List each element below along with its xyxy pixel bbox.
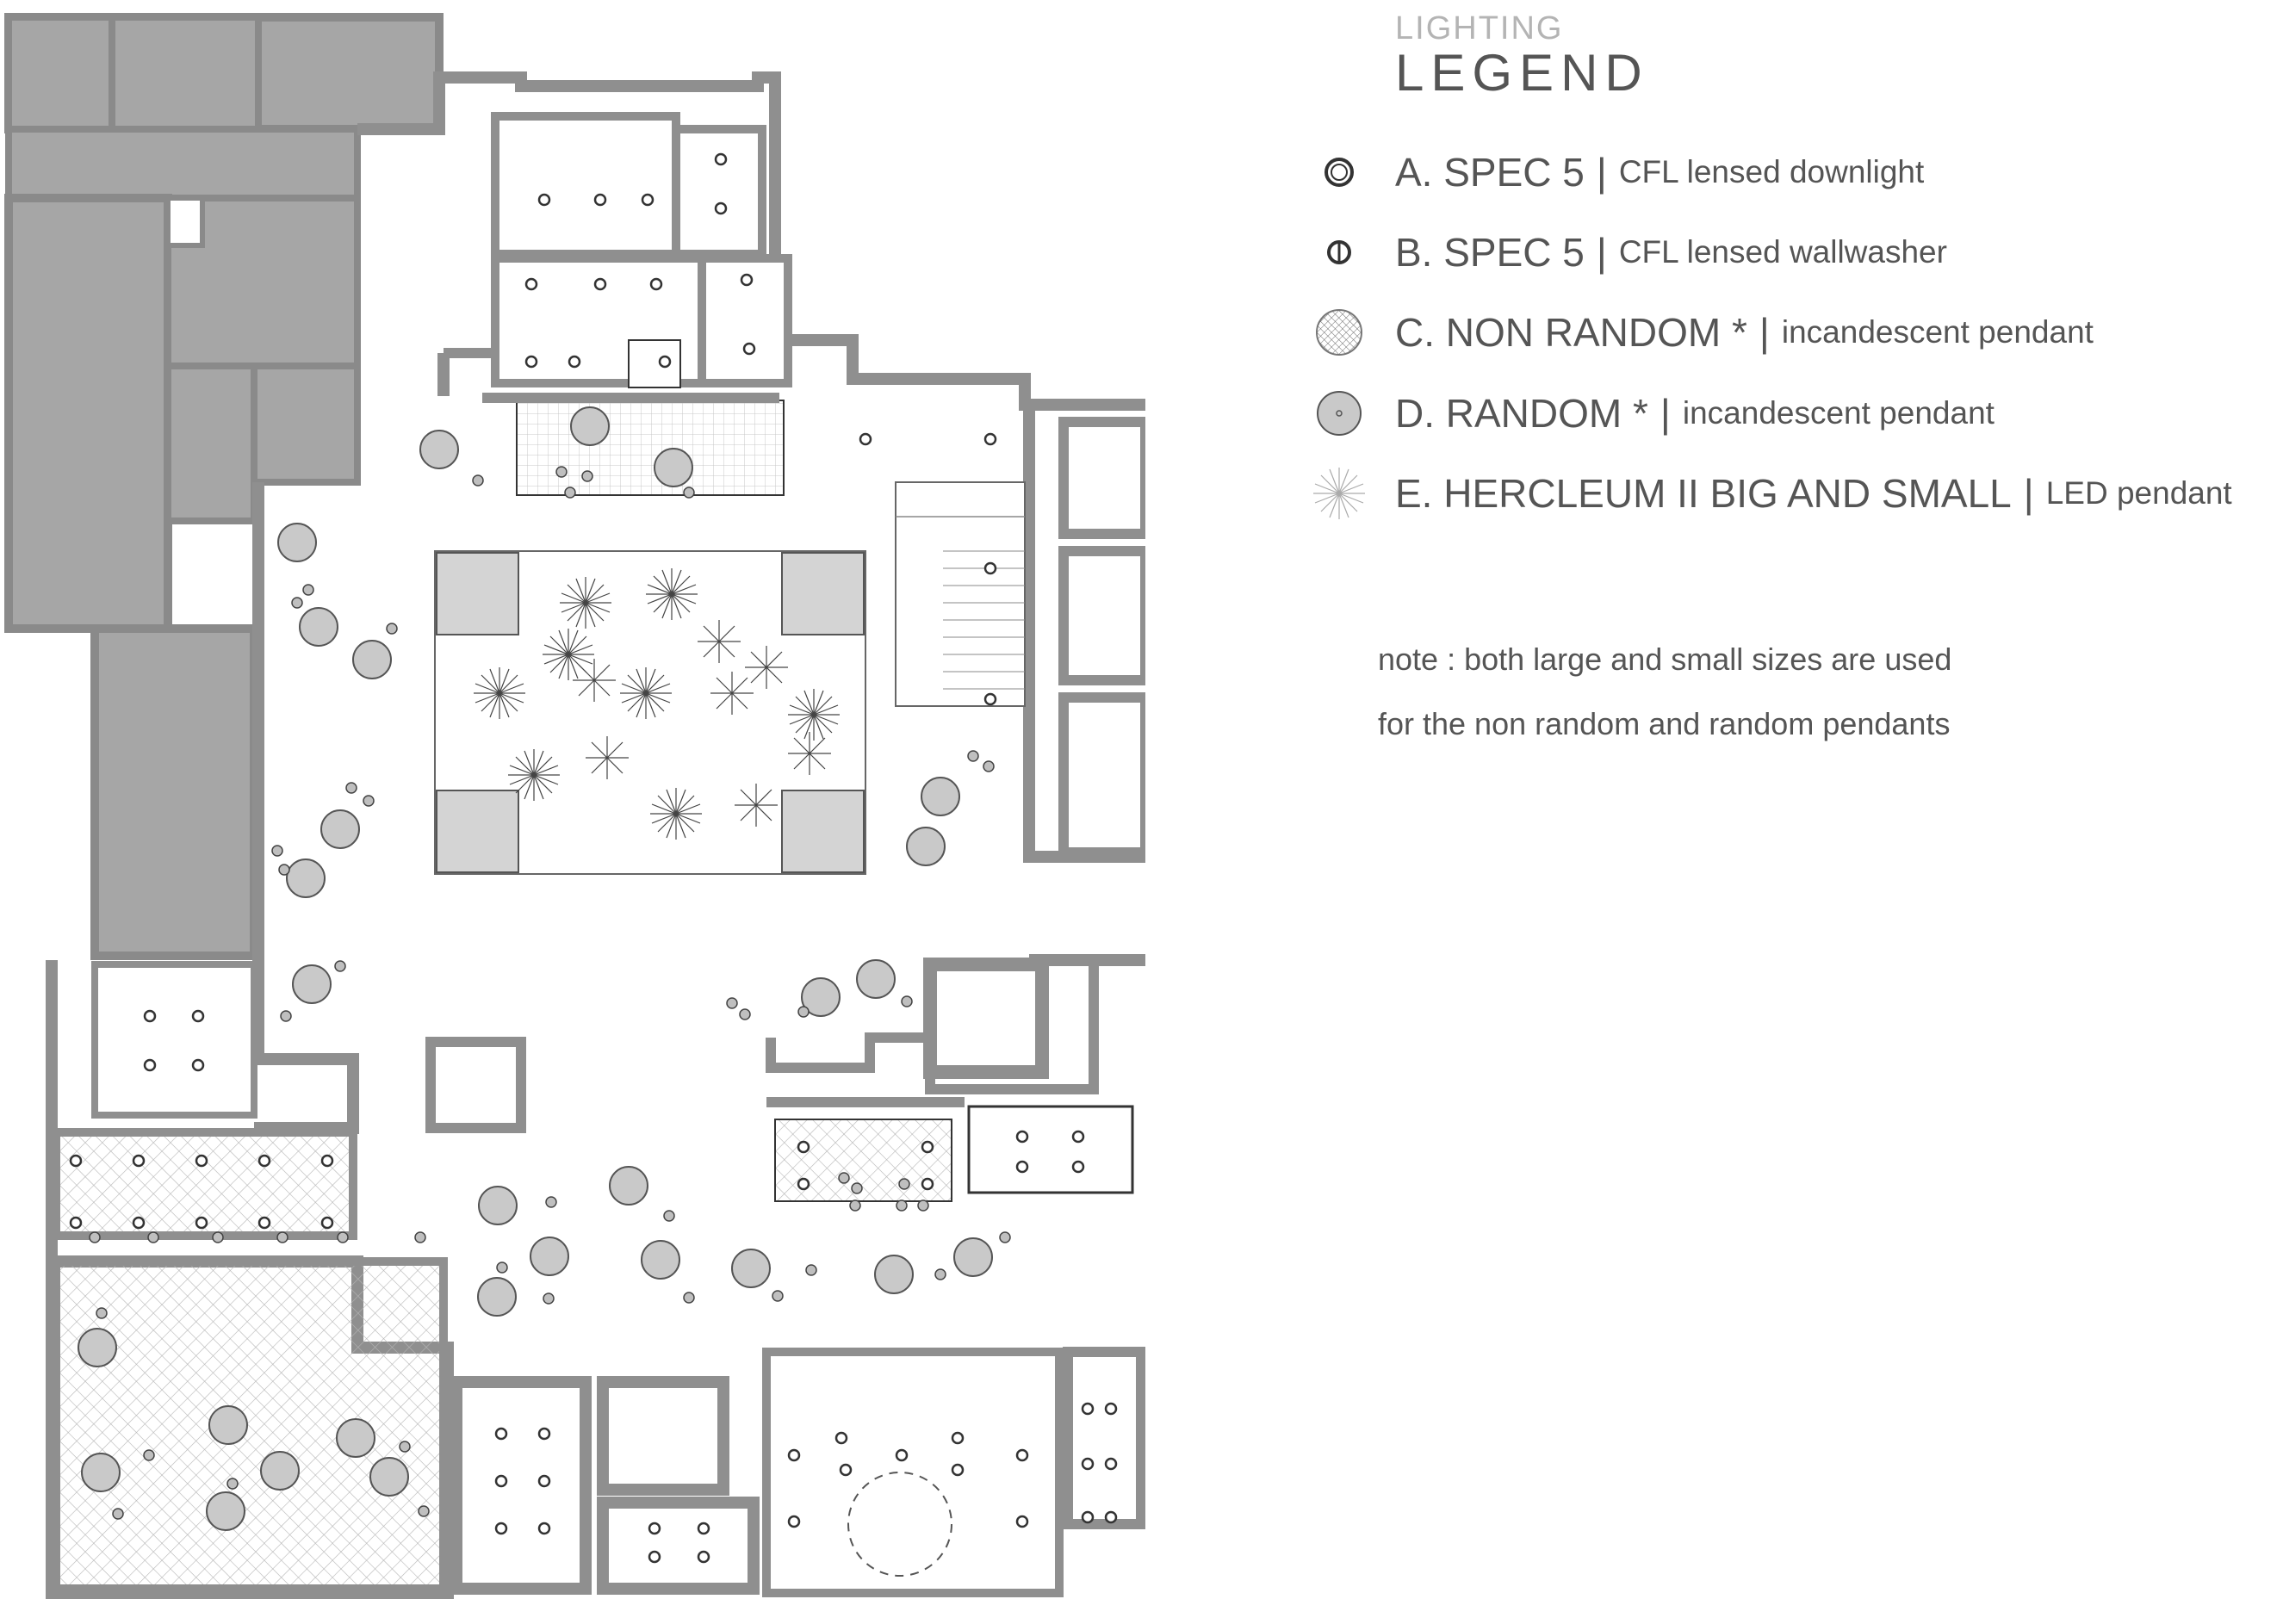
legend-separator: | bbox=[1596, 150, 1607, 195]
lower-left-rooms bbox=[52, 961, 448, 1593]
stair bbox=[895, 417, 1145, 858]
random-pendant-icon bbox=[1309, 387, 1369, 439]
west-building bbox=[4, 13, 444, 960]
hercleum-pendants bbox=[474, 568, 840, 840]
legend-note-line1: note : both large and small sizes are us… bbox=[1378, 642, 1952, 677]
legend-item-c: C. NON RANDOM * | incandescent pendant bbox=[1309, 307, 2094, 358]
legend-desc: CFL lensed downlight bbox=[1618, 154, 1925, 189]
legend-item-d: D. RANDOM * | incandescent pendant bbox=[1309, 387, 1995, 439]
legend-title-small: LIGHTING bbox=[1395, 10, 1564, 46]
middle-rooms bbox=[425, 958, 1134, 1202]
legend-separator: | bbox=[1660, 391, 1671, 436]
legend-code: A. SPEC 5 bbox=[1395, 150, 1585, 195]
downlight-icon bbox=[1309, 146, 1369, 198]
legend-desc: LED pendant bbox=[2045, 475, 2232, 511]
top-rooms bbox=[437, 112, 857, 496]
random-pendants bbox=[78, 406, 993, 1531]
legend-note-line2: for the non random and random pendants bbox=[1378, 706, 1951, 741]
legend-desc: incandescent pendant bbox=[1682, 395, 1995, 431]
hercleum-pendant-icon bbox=[1309, 468, 1369, 519]
downlights bbox=[69, 152, 1118, 1564]
legend-separator: | bbox=[2023, 471, 2034, 516]
bottom-rooms bbox=[450, 1347, 1145, 1597]
wallwasher-icon bbox=[1309, 226, 1369, 278]
legend-item-a: A. SPEC 5 | CFL lensed downlight bbox=[1309, 146, 1924, 198]
atrium bbox=[434, 550, 866, 875]
legend-code: E. HERCLEUM II BIG AND SMALL bbox=[1395, 471, 2012, 516]
legend-code: B. SPEC 5 bbox=[1395, 230, 1585, 275]
legend-separator: | bbox=[1596, 230, 1607, 275]
legend-desc: incandescent pendant bbox=[1781, 314, 2094, 350]
non-random-pendants bbox=[89, 466, 1011, 1520]
legend-desc: CFL lensed wallwasher bbox=[1618, 234, 1947, 270]
legend-title: LEGEND bbox=[1395, 44, 1649, 102]
legend-item-b: B. SPEC 5 | CFL lensed wallwasher bbox=[1309, 226, 1947, 278]
legend-item-e: E. HERCLEUM II BIG AND SMALL | LED penda… bbox=[1309, 468, 2232, 519]
non-random-pendant-icon bbox=[1309, 307, 1369, 358]
legend-code: C. NON RANDOM * bbox=[1395, 310, 1747, 355]
legend-code: D. RANDOM * bbox=[1395, 391, 1648, 436]
legend-separator: | bbox=[1759, 310, 1770, 355]
floor-plan bbox=[4, 13, 1145, 1599]
